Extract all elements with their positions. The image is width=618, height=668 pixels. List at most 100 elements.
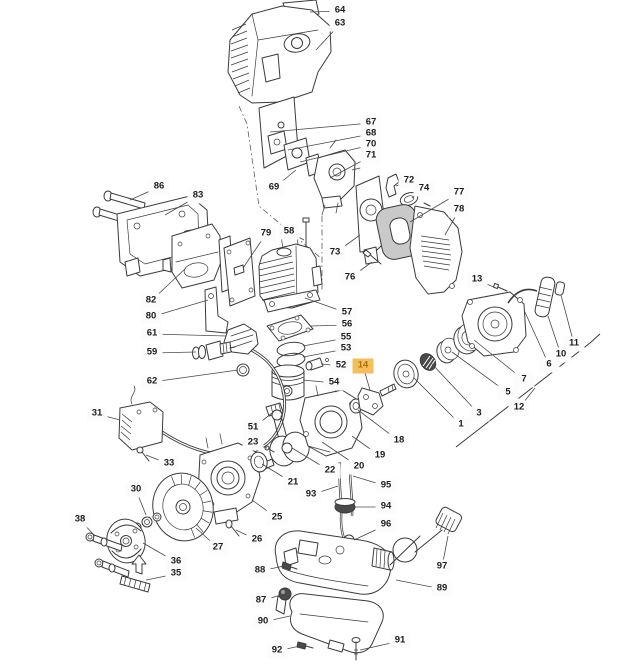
callout-14[interactable]: 14 [352, 358, 374, 374]
callout-62[interactable]: 62 [141, 374, 163, 390]
callout-78[interactable]: 78 [448, 202, 470, 218]
leader-line-67 [269, 122, 372, 133]
part-ignition-coil [118, 385, 164, 451]
part-fuel-cap [414, 506, 463, 553]
callout-89[interactable]: 89 [431, 581, 453, 597]
callout-18[interactable]: 18 [388, 433, 410, 449]
callout-21[interactable]: 21 [282, 475, 304, 491]
callout-30[interactable]: 30 [125, 482, 147, 498]
callout-54[interactable]: 54 [323, 375, 345, 391]
callout-90[interactable]: 90 [252, 614, 274, 630]
callout-96[interactable]: 96 [375, 517, 397, 533]
callout-12[interactable]: 12 [508, 400, 530, 416]
leader-line-1 [413, 377, 462, 426]
callout-31[interactable]: 31 [86, 406, 108, 422]
boom-line [455, 333, 601, 448]
callout-36[interactable]: 36 [165, 554, 187, 570]
callout-25[interactable]: 25 [266, 510, 288, 526]
callout-53[interactable]: 53 [335, 341, 357, 357]
callout-7[interactable]: 7 [513, 372, 535, 388]
callout-95[interactable]: 95 [375, 478, 397, 494]
callout-82[interactable]: 82 [140, 293, 162, 309]
part-spark-plug [192, 340, 236, 361]
part-top-cover [227, 0, 332, 104]
leader-lines [79, 10, 575, 652]
leader-line-62 [151, 369, 239, 383]
callout-51[interactable]: 51 [242, 420, 264, 436]
callout-71[interactable]: 71 [360, 148, 382, 164]
callout-27[interactable]: 27 [207, 540, 229, 556]
callout-33[interactable]: 33 [158, 456, 180, 472]
callout-1[interactable]: 1 [450, 417, 472, 433]
part-housing-screw [492, 282, 508, 292]
callout-13[interactable]: 13 [466, 272, 488, 288]
callout-23[interactable]: 23 [242, 435, 264, 451]
callout-64[interactable]: 64 [329, 3, 351, 19]
callout-73[interactable]: 73 [324, 245, 346, 261]
part-starter-housing [461, 291, 527, 357]
part-fuel-tank [274, 530, 395, 595]
callout-80[interactable]: 80 [140, 309, 162, 325]
callout-20[interactable]: 20 [348, 459, 370, 475]
callout-19[interactable]: 19 [369, 448, 391, 464]
callout-87[interactable]: 87 [250, 593, 272, 609]
callout-63[interactable]: 63 [329, 16, 351, 32]
callout-35[interactable]: 35 [165, 566, 187, 582]
part-tank-screw-88 [281, 561, 298, 571]
part-shaft-bolt [379, 383, 397, 397]
callout-86[interactable]: 86 [148, 179, 170, 195]
callout-97[interactable]: 97 [431, 559, 453, 575]
part-guard-screw-92 [296, 641, 314, 650]
part-crank-bearing [250, 451, 268, 473]
callout-69[interactable]: 69 [263, 180, 285, 196]
callout-77[interactable]: 77 [448, 185, 470, 201]
callout-88[interactable]: 88 [249, 563, 271, 579]
part-cover-screw [362, 249, 382, 265]
callout-6[interactable]: 6 [538, 357, 560, 373]
part-plug-nut [236, 363, 250, 377]
part-piston-rings [276, 341, 306, 368]
part-crankcase-right [299, 382, 363, 457]
callout-93[interactable]: 93 [300, 487, 322, 503]
callout-52[interactable]: 52 [330, 358, 352, 374]
callout-57[interactable]: 57 [336, 305, 358, 321]
no-fuel-symbol [389, 535, 421, 566]
part-flywheel [152, 472, 214, 542]
part-base-gasket [266, 314, 314, 342]
callout-38[interactable]: 38 [69, 512, 91, 528]
part-piston [271, 364, 305, 401]
callout-79[interactable]: 79 [255, 226, 277, 242]
part-cylinder-gasket-sheet [223, 237, 256, 307]
part-clutch-bolts [85, 532, 130, 578]
callout-59[interactable]: 59 [141, 345, 163, 361]
part-clutch [106, 518, 146, 564]
callout-91[interactable]: 91 [389, 633, 411, 649]
part-starter-rope [507, 288, 538, 304]
part-starter-handle [534, 276, 556, 318]
part-ht-lead [161, 345, 287, 457]
leader-line-11 [560, 294, 575, 345]
callout-61[interactable]: 61 [141, 326, 163, 342]
leader-line-3 [431, 363, 480, 415]
callout-94[interactable]: 94 [375, 499, 397, 515]
part-spring-coil [419, 353, 437, 371]
part-cylinder [258, 217, 323, 313]
callout-26[interactable]: 26 [246, 532, 268, 548]
part-coil-screw [136, 446, 150, 462]
part-guard-screw-91 [351, 637, 361, 661]
leader-line-61 [151, 333, 227, 337]
part-clutch-drum [393, 359, 419, 389]
callout-58[interactable]: 58 [278, 224, 300, 240]
callout-56[interactable]: 56 [336, 317, 358, 333]
callout-5[interactable]: 5 [497, 385, 519, 401]
callout-74[interactable]: 74 [413, 181, 435, 197]
callout-3[interactable]: 3 [468, 406, 490, 422]
callout-22[interactable]: 22 [319, 463, 341, 479]
part-clutch-spring [119, 554, 151, 593]
part-rope-ferrule [554, 281, 566, 296]
callout-83[interactable]: 83 [187, 188, 209, 204]
callout-76[interactable]: 76 [339, 270, 361, 286]
callout-92[interactable]: 92 [266, 643, 288, 659]
